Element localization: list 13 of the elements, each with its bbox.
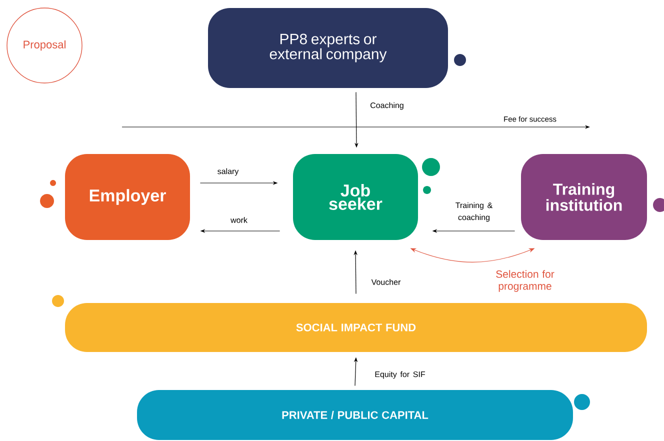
- edge-label: salary: [218, 168, 239, 176]
- edge-label: Selection for programme: [496, 270, 554, 292]
- process-box: Employer: [65, 154, 190, 240]
- edge-label: Coaching: [370, 102, 404, 110]
- process-box: PP8 experts or external company: [208, 8, 448, 88]
- edge-label: Equity for SIF: [375, 371, 426, 379]
- edge-label: Training & coaching: [456, 202, 492, 222]
- band-box: SOCIAL IMPACT FUND: [65, 302, 647, 352]
- process-box: Job seeker: [293, 154, 418, 240]
- band-box: PRIVATE / PUBLIC CAPITAL: [137, 390, 573, 440]
- process-box: Training institution: [521, 154, 647, 240]
- edge-label: Voucher: [371, 279, 401, 285]
- edge-label: work: [230, 217, 248, 223]
